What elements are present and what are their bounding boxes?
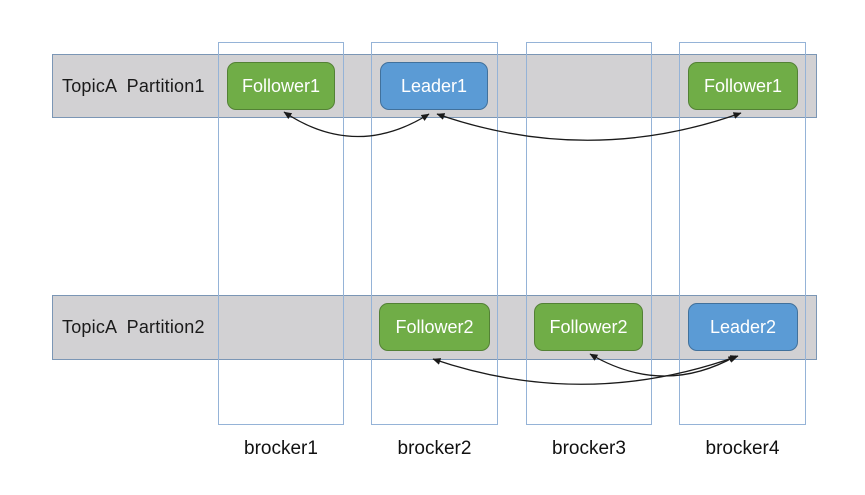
broker1-label: brocker1 [244, 438, 318, 459]
replica-node-leader2-brocker4: Leader2 [688, 303, 798, 351]
replica-node-follower2-brocker3: Follower2 [534, 303, 643, 351]
broker3-column [526, 42, 652, 425]
replica-node-follower1-brocker4: Follower1 [688, 62, 798, 110]
broker2-column [371, 42, 498, 425]
broker2-label: brocker2 [397, 438, 472, 459]
broker4-label: brocker4 [705, 438, 780, 459]
broker1-column [218, 42, 344, 425]
partition2-label: TopicA Partition2 [62, 317, 205, 337]
replica-node-follower2-brocker2: Follower2 [379, 303, 490, 351]
replica-node-leader1-brocker2: Leader1 [380, 62, 488, 110]
broker4-column [679, 42, 806, 425]
replica-node-follower1-brocker1: Follower1 [227, 62, 335, 110]
broker3-label: brocker3 [552, 438, 626, 459]
partition1-label: TopicA Partition1 [62, 75, 205, 96]
